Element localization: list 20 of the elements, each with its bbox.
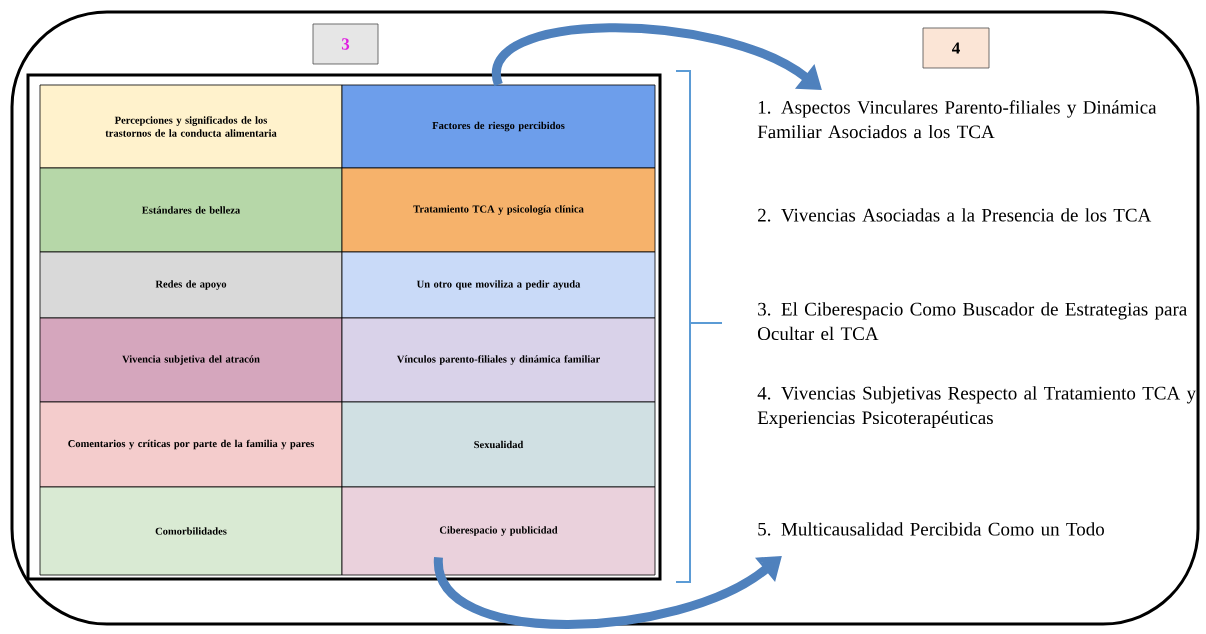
table-cell: Redes de apoyo [39, 251, 343, 319]
table-cell: Sexualidad [341, 401, 656, 488]
number-box: 3 [312, 23, 379, 65]
theme-item: 5. Multicausalidad Percibida Como un Todo [758, 522, 1104, 536]
table-frame [26, 73, 662, 581]
theme-item: 4. Vivencias Subjetivas Respecto al Tratamiento TCA y Experiencias Psicoterapéuticas [757, 386, 1196, 428]
table-cell: Vínculos parento-filiales y dinámica familiar [341, 317, 656, 403]
number-box: 4 [922, 27, 990, 69]
table-cell: Comentarios y críticas por parte de la familia y pares [39, 401, 343, 488]
table-cell: Un otro que moviliza a pedir ayuda [341, 251, 656, 319]
theme-item: 1. Aspectos Vinculares Parento-filiales y Dinámica Familiar Asociados a los TCA [757, 100, 1157, 139]
table-cell: Factores de riesgo percibidos [341, 84, 656, 169]
theme-item: 2. Vivencias Asociadas a la Presencia de los TCA [758, 208, 1152, 222]
table-cell: Comorbilidades [39, 486, 343, 576]
table-cell: Estándares de belleza [39, 167, 343, 253]
table-cell: Vivencia subjetiva del atracón [39, 317, 343, 403]
table-cell: Ciberespacio y publicidad [341, 486, 656, 576]
table-cell: Tratamiento TCA y psicología clínica [341, 167, 656, 253]
table-cell: Percepciones y significados de los trastornos de la conducta alimentaria [39, 84, 343, 169]
theme-item: 3. El Ciberespacio Como Buscador de Estrategias para Ocultar el TCA [758, 302, 1187, 341]
